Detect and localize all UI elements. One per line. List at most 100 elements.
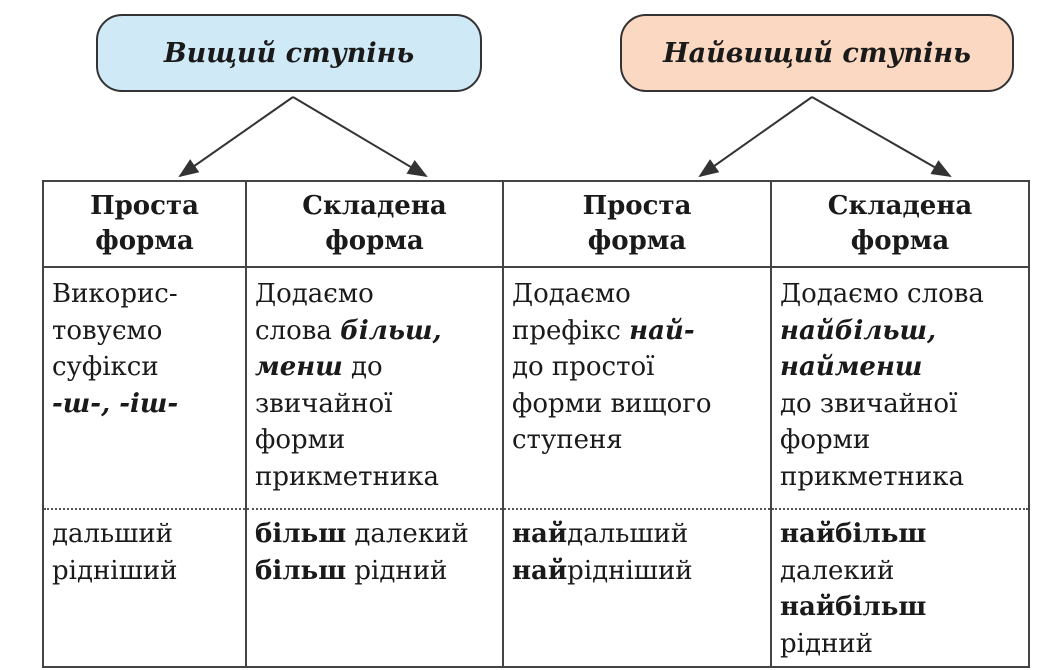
header-line: Проста [90,191,199,221]
text-segment: до простої [512,352,655,382]
text-segment: Викорис- [52,279,178,309]
superlative-degree-box: Найвищий ступінь [620,14,1014,92]
text-segment: рідний [346,555,448,586]
text-line: більш рідний [255,553,502,590]
text-segment: звичайної [255,388,393,419]
text-line: менш до [255,349,502,386]
text-line: найменш [780,349,1028,386]
text-line: Додаємо [255,276,502,313]
emphasized-text: -ш-, -іш- [52,388,179,419]
text-segment: ступеня [512,425,623,455]
text-line: більш далекий [255,516,502,553]
emphasized-text: менш [255,352,343,382]
text-segment: рідніший [567,555,693,586]
text-line: прикметника [255,459,502,496]
rules-row: Викорис-товуємо суфікси -ш-, -іш- Додаємо с… [42,266,1030,510]
text-segment: дальший [52,519,174,549]
rule-cell: Додаємо префікс най-до простої форми вищог… [502,266,772,510]
emphasized-text: більш, [340,315,442,346]
header-line: Складена [302,191,447,221]
header-line: Проста [582,191,692,221]
header-line: форма [325,226,424,256]
text-segment: суфікси [52,352,159,382]
text-line: суфікси [52,349,245,386]
text-line: форми [255,422,502,459]
text-line: форми вищого [512,386,770,423]
emphasized-text: най [512,519,568,549]
arrow-comparative-simple [178,96,294,178]
comparative-degree-box: Вищий ступінь [96,14,482,92]
emphasized-text: більш [255,555,347,586]
text-segment: форми [255,425,346,455]
text-segment: рідний [780,628,873,659]
text-segment: Додаємо слова [780,279,984,309]
arrow-superlative-simple [698,96,813,178]
text-segment: слова [255,315,341,346]
text-segment: до звичайної [780,388,958,419]
header-comparative-compound: Складена форма [245,180,504,268]
rule-cell: Додаємо слова найбільш, найменш до звичайно… [770,266,1030,510]
header-row: Проста форма Складена форма Проста форма Ск… [42,180,1030,268]
emphasized-text: най- [629,315,695,346]
header-line: Складена [827,191,973,221]
header-superlative-simple: Проста форма [502,180,772,268]
header-line: форма [95,226,194,256]
text-line: -ш-, -іш- [52,386,245,423]
text-segment: форми [780,425,871,455]
emphasized-text: більш [255,519,347,549]
text-line: далекий [780,553,1028,590]
text-line: Викорис- [52,276,245,313]
text-line: Додаємо слова [780,276,1028,313]
text-line: до простої [512,349,770,386]
text-line: Додаємо [512,276,770,313]
superlative-degree-label: Найвищий ступінь [663,37,971,69]
text-line: найбільш [780,589,1028,626]
text-line: рідніший [52,553,245,590]
text-segment: рідніший [52,555,178,586]
text-segment: форми вищого [512,388,712,419]
arrow-comparative-compound [292,96,428,178]
emphasized-text: найбільш [780,519,927,549]
header-line: форма [587,226,687,256]
header-line: форма [850,226,950,256]
emphasized-text: найбільш [780,592,927,622]
text-line: слова більш, [255,313,502,350]
text-line: найбільш [780,516,1028,553]
emphasized-text: найбільш, [780,315,937,346]
text-line: прикметника [780,459,1028,496]
text-line: дальший [52,516,245,553]
text-line: найрідніший [512,553,770,590]
text-segment: прикметника [255,461,439,492]
text-segment: далекий [780,555,895,586]
text-segment: товуємо [52,315,163,346]
text-line: префікс най- [512,313,770,350]
arrow-superlative-compound [811,96,952,177]
text-segment: дальший [567,519,689,549]
example-cell: дальший рідніший [42,508,247,668]
text-line: найдальший [512,516,770,553]
text-segment: далекий [346,519,469,549]
text-line: звичайної [255,386,502,423]
text-segment: Додаємо [512,279,631,309]
text-line: до звичайної [780,386,1028,423]
text-line: товуємо [52,313,245,350]
text-segment: до [342,352,383,382]
text-line: форми [780,422,1028,459]
text-segment: Додаємо [255,279,374,309]
emphasized-text: найменш [780,352,923,382]
text-line: ступеня [512,422,770,459]
arrows [178,96,952,178]
degree-forms-table: Проста форма Складена форма Проста форма Ск… [42,180,1030,668]
emphasized-text: най [512,555,568,586]
header-comparative-simple: Проста форма [42,180,247,268]
text-line: рідний [780,626,1028,663]
header-superlative-compound: Складена форма [770,180,1030,268]
example-cell: найбільш далекий найбільш рідний [770,508,1030,668]
rule-cell: Викорис-товуємо суфікси -ш-, -іш- [42,266,247,510]
text-segment: префікс [512,315,630,346]
text-segment: прикметника [780,461,964,492]
